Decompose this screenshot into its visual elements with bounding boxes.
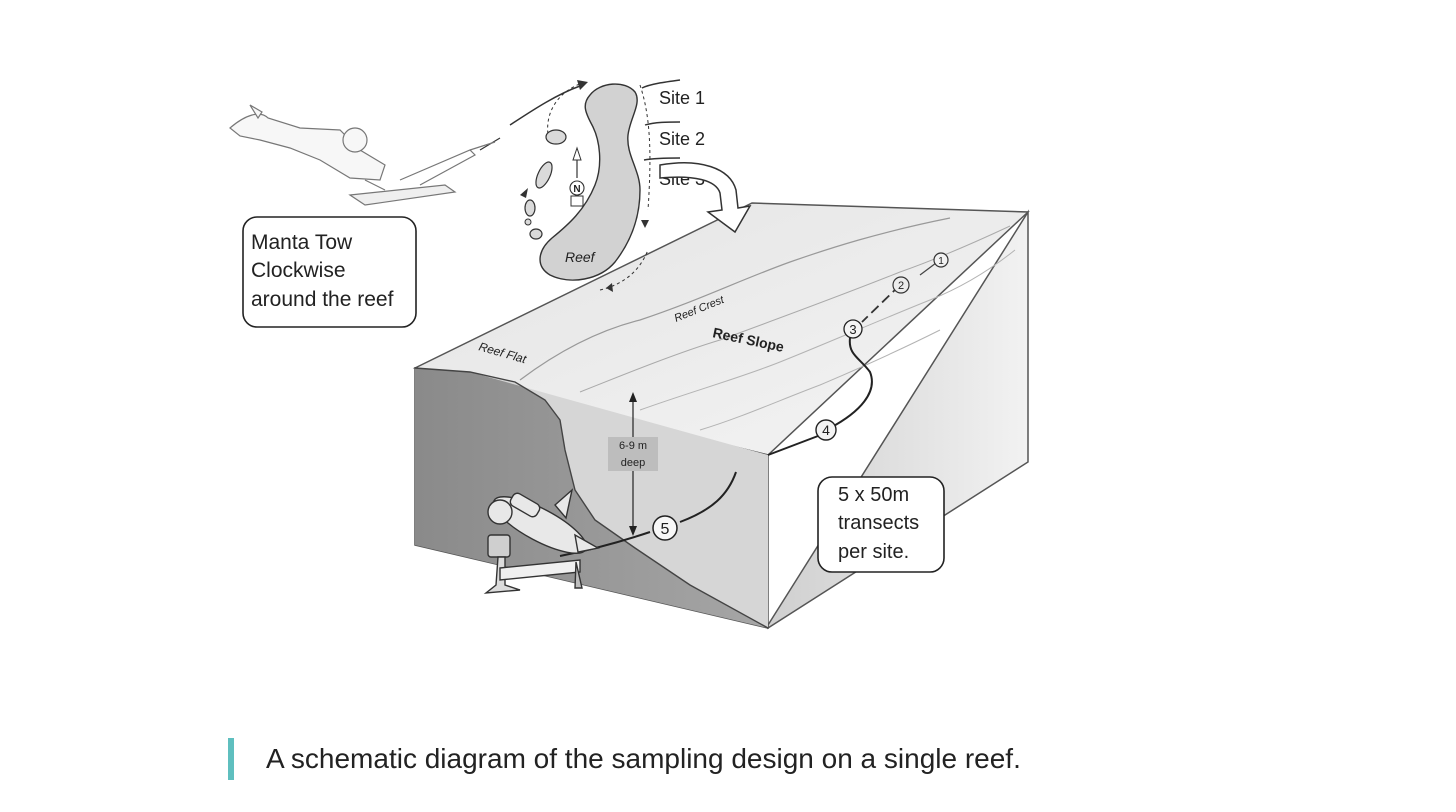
transect-path [559, 259, 941, 557]
transects-line-2: transects [838, 512, 919, 534]
transect-marker-2: 2 [892, 276, 910, 294]
manta-tow-callout: Manta Tow Clockwise around the reef [242, 216, 417, 328]
reef-profile [470, 372, 768, 628]
transects-callout: 5 x 50m transects per site. [817, 476, 945, 573]
manta-tow-line-2: Clockwise [251, 259, 346, 282]
transects-line-3: per site. [838, 541, 909, 563]
transect-number-4: 4 [822, 422, 830, 438]
sampling-design-diagram: Reef Flat Reef Crest Reef Slope 6-9 m de… [229, 79, 1030, 630]
transect-number-1: 1 [938, 256, 944, 267]
transect-number-2: 2 [898, 280, 904, 292]
transect-marker-4: 4 [815, 419, 837, 441]
site-2-label: Site 2 [659, 129, 705, 149]
figure-caption: A schematic diagram of the sampling desi… [228, 738, 1021, 780]
manta-tow-snorkeler-illustration [229, 104, 496, 206]
transect-marker-3: 3 [843, 319, 863, 339]
transect-marker-1: 1 [933, 252, 949, 268]
tow-route-line [509, 85, 581, 126]
north-label: N [573, 184, 580, 195]
reef-map-label: Reef [565, 249, 597, 265]
site-1-label: Site 1 [659, 88, 705, 108]
transect-number-5: 5 [661, 521, 670, 538]
transects-line-1: 5 x 50m [838, 484, 909, 506]
reef-crest-line [519, 217, 951, 381]
manta-tow-line-3: around the reef [251, 288, 394, 311]
depth-unit: deep [621, 457, 645, 469]
scuba-diver-illustration [483, 488, 600, 594]
depth-marker: 6-9 m deep [608, 392, 658, 536]
caption-text: A schematic diagram of the sampling desi… [266, 743, 1021, 774]
reef-outline [539, 83, 641, 281]
zoom-arrow-icon [659, 162, 752, 234]
reef-map: Reef N [520, 81, 651, 292]
manta-tow-line-1: Manta Tow [251, 231, 353, 254]
site-markers: Site 1 Site 2 Site 3 [641, 79, 705, 189]
north-arrow-icon: N [569, 146, 585, 207]
transect-marker-5: 5 [652, 515, 678, 541]
depth-value: 6-9 m [619, 440, 647, 452]
transect-number-3: 3 [849, 322, 856, 337]
